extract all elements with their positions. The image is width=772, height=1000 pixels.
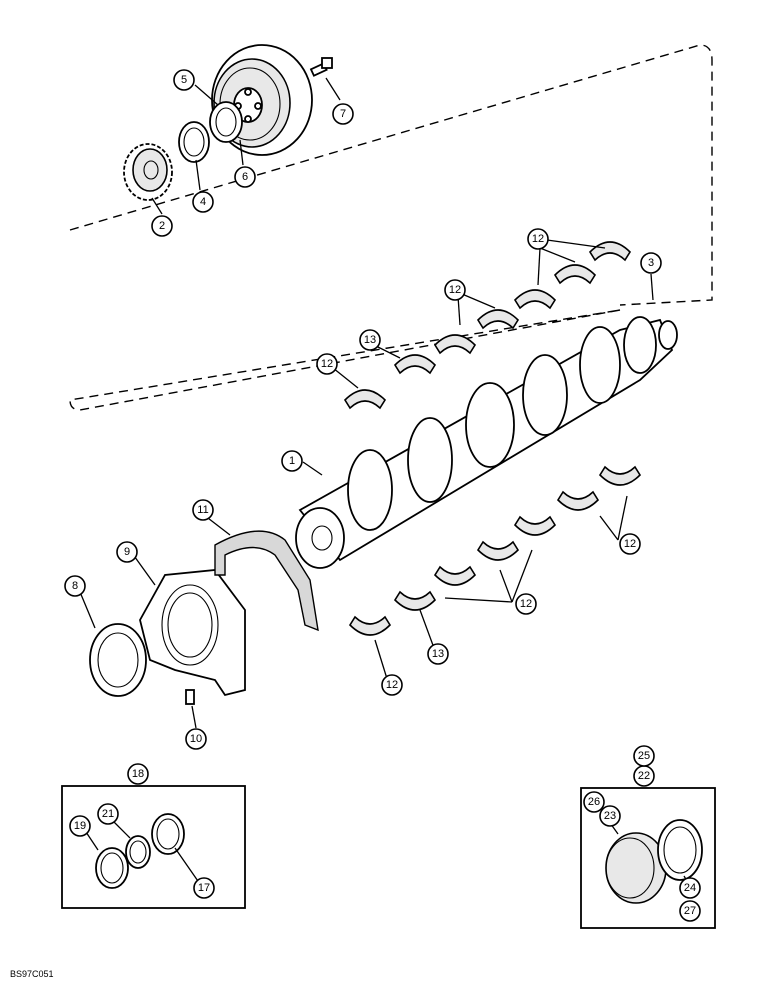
- callout-11: 11: [192, 499, 214, 521]
- callout-22: 22: [633, 765, 655, 787]
- pulley-bolt: [309, 57, 333, 77]
- wear-sleeve: [178, 121, 210, 163]
- crank-gear: [123, 143, 173, 201]
- kit-22-parts: [605, 819, 703, 904]
- kit-box-18: [61, 785, 246, 909]
- callout-18-label: 18: [132, 768, 144, 780]
- callout-23-label: 23: [604, 810, 616, 822]
- callout-12-label: 12: [532, 233, 544, 245]
- callout-12-label: 12: [321, 358, 333, 370]
- assembly-outline: [69, 44, 713, 411]
- callout-13-label: 13: [364, 334, 376, 346]
- callout-12-label: 12: [520, 598, 532, 610]
- callout-24-label: 24: [684, 882, 696, 894]
- callout-18: 18: [127, 763, 149, 785]
- callout-24: 24: [679, 877, 701, 899]
- callout-13: 13: [359, 329, 381, 351]
- callout-12: 12: [527, 228, 549, 250]
- callout-21-label: 21: [102, 808, 114, 820]
- callout-2: 2: [151, 215, 173, 237]
- crankshaft: [295, 316, 678, 569]
- callout-12: 12: [619, 533, 641, 555]
- callout-10-label: 10: [190, 733, 202, 745]
- callout-25-label: 25: [638, 750, 650, 762]
- rear-seal-housing: [139, 569, 246, 697]
- callout-23: 23: [599, 805, 621, 827]
- callout-4-label: 4: [200, 196, 206, 208]
- upper-bearing-shells: [343, 241, 632, 410]
- callout-12: 12: [515, 593, 537, 615]
- callout-26: 26: [583, 791, 605, 813]
- callout-25: 25: [633, 745, 655, 767]
- callout-6: 6: [234, 166, 256, 188]
- callout-12-label: 12: [624, 538, 636, 550]
- pulley-ring: [209, 101, 243, 143]
- callout-12: 12: [444, 279, 466, 301]
- callout-3-label: 3: [648, 257, 654, 269]
- callout-10: 10: [185, 728, 207, 750]
- callout-13: 13: [427, 643, 449, 665]
- callout-17: 17: [193, 877, 215, 899]
- callout-13-label: 13: [432, 648, 444, 660]
- callout-19-label: 19: [74, 820, 86, 832]
- callout-12-label: 12: [386, 679, 398, 691]
- callout-3: 3: [640, 252, 662, 274]
- callout-27-label: 27: [684, 905, 696, 917]
- callout-7-label: 7: [340, 108, 346, 120]
- callout-8: 8: [64, 575, 86, 597]
- callout-5: 5: [173, 69, 195, 91]
- callout-12: 12: [316, 353, 338, 375]
- callout-27: 27: [679, 900, 701, 922]
- callout-19: 19: [69, 815, 91, 837]
- callout-11-label: 11: [197, 504, 208, 516]
- callout-21: 21: [97, 803, 119, 825]
- kit-box-22: [580, 787, 716, 929]
- callout-1: 1: [281, 450, 303, 472]
- drawing-code: BS97C051: [10, 969, 54, 979]
- callout-12: 12: [381, 674, 403, 696]
- callout-6-label: 6: [242, 171, 248, 183]
- callout-4: 4: [192, 191, 214, 213]
- callout-1-label: 1: [289, 455, 295, 467]
- housing-bolt: [185, 689, 195, 705]
- lower-bearing-shells: [348, 465, 642, 636]
- kit-18-parts: [95, 813, 185, 889]
- callout-17-label: 17: [198, 882, 210, 894]
- callout-9: 9: [116, 541, 138, 563]
- callout-5-label: 5: [181, 74, 187, 86]
- callout-22-label: 22: [638, 770, 650, 782]
- callout-2-label: 2: [159, 220, 165, 232]
- callout-8-label: 8: [72, 580, 78, 592]
- callout-9-label: 9: [124, 546, 130, 558]
- callout-12-label: 12: [449, 284, 461, 296]
- callout-26-label: 26: [588, 796, 600, 808]
- callout-7: 7: [332, 103, 354, 125]
- rear-oil-seal: [89, 623, 147, 697]
- rear-gasket: [214, 530, 319, 632]
